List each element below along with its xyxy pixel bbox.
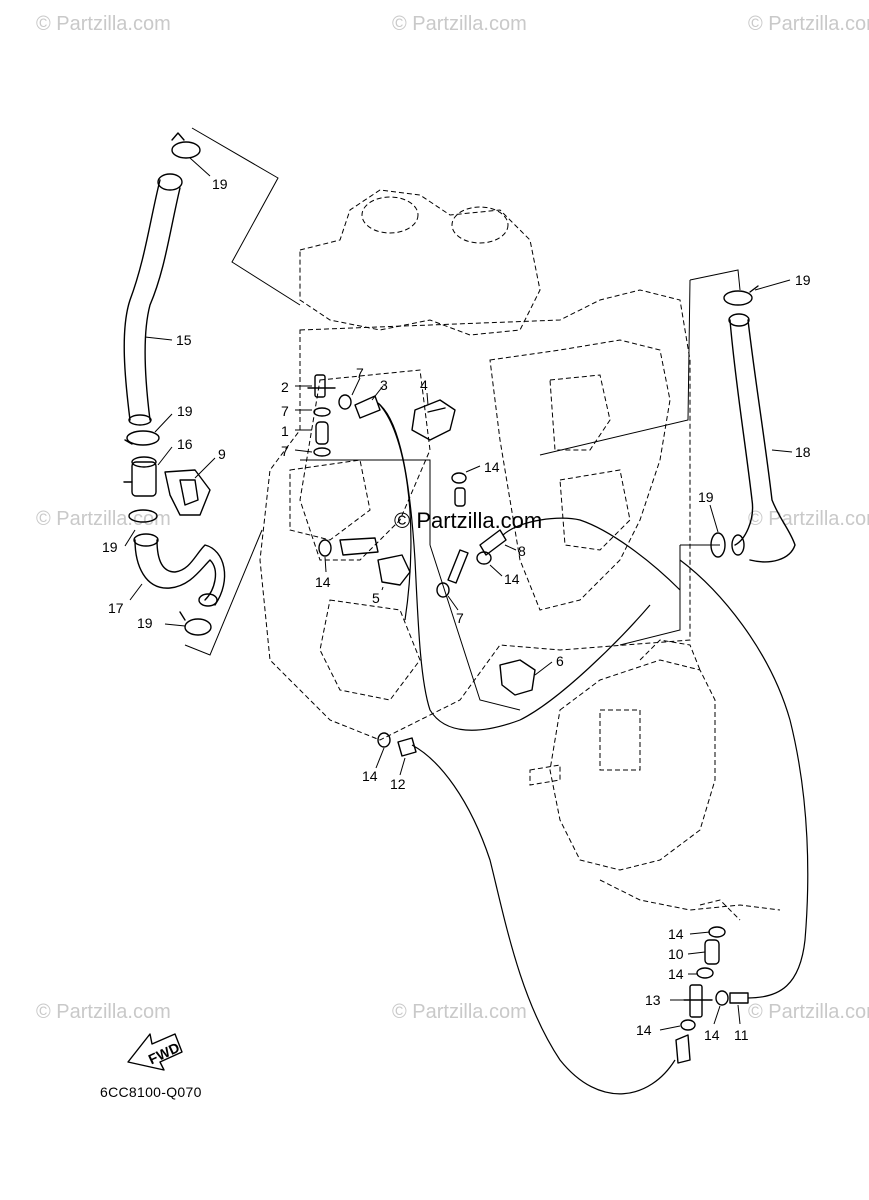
hose-17 (133, 533, 226, 607)
clamp-19-bottom (179, 611, 212, 636)
callout-6: 6 (556, 653, 564, 669)
group-frame-lines (184, 127, 741, 711)
callout-14: 14 (668, 966, 684, 982)
watermark: © Partzilla.com (36, 508, 171, 530)
callout-5: 5 (372, 590, 380, 606)
callout-19: 19 (137, 615, 153, 631)
callout-12: 12 (390, 776, 406, 792)
engine-block-outline (259, 189, 691, 741)
callout-13: 13 (645, 992, 661, 1008)
fitting-2 (307, 374, 336, 398)
center-watermark: © Partzilla.com (394, 508, 542, 533)
vapor-separator-outline (529, 639, 781, 921)
clamp-14-b (318, 537, 379, 557)
clamp-14-c (447, 549, 492, 584)
callout-18: 18 (795, 444, 811, 460)
hose-1 (315, 421, 329, 445)
clamp-14-g (715, 990, 729, 1006)
hose-3 (354, 395, 651, 731)
callout-7: 7 (281, 403, 289, 419)
watermark: © Partzilla.com (392, 13, 527, 35)
watermark: © Partzilla.com (36, 13, 171, 35)
watermark: © Partzilla.com (36, 1001, 171, 1023)
clamp-14-a (451, 472, 467, 507)
callout-19: 19 (698, 489, 714, 505)
callout-19: 19 (212, 176, 228, 192)
watermark: © Partzilla.com (748, 1001, 869, 1023)
clamp-14-e (708, 926, 726, 938)
callout-7: 7 (356, 365, 364, 381)
hose-12 (397, 737, 676, 1095)
joint-13 (683, 984, 713, 1018)
clamp-7-c (338, 394, 352, 410)
callout-14: 14 (504, 571, 520, 587)
callout-14: 14 (668, 926, 684, 942)
hose-15 (123, 173, 183, 426)
callout-11: 11 (734, 1027, 749, 1043)
callout-1: 1 (281, 423, 289, 439)
callout-9: 9 (218, 446, 226, 462)
callout-labels: 19 15 19 16 9 19 17 19 2 7 3 4 7 1 7 14 … (102, 176, 811, 1043)
fwd-arrow: FWD (127, 1033, 183, 1071)
holder-9 (164, 469, 211, 516)
holder-5 (377, 554, 411, 586)
clamp-19-right-bottom (710, 532, 726, 558)
hose-10 (704, 939, 720, 965)
holder-4 (411, 399, 456, 441)
callout-14: 14 (704, 1027, 720, 1043)
callout-7: 7 (456, 610, 464, 626)
clamp-19-lower (124, 430, 160, 446)
callout-leaders (124, 157, 793, 1031)
clamp-14-d (377, 732, 391, 748)
callout-17: 17 (108, 600, 124, 616)
clamp-19-right-top (723, 285, 759, 306)
holder-6 (499, 659, 536, 696)
clamp-7-b (313, 447, 331, 457)
callout-15: 15 (176, 332, 192, 348)
callout-2: 2 (281, 379, 289, 395)
callout-8: 8 (518, 543, 526, 559)
watermark: © Partzilla.com (392, 1001, 527, 1023)
callout-7: 7 (281, 443, 289, 459)
clamp-7-d (436, 582, 450, 598)
callout-14: 14 (636, 1022, 652, 1038)
clamp-7-a (313, 407, 331, 417)
callout-14: 14 (362, 768, 378, 784)
watermark: © Partzilla.com (748, 13, 869, 35)
callout-19: 19 (177, 403, 193, 419)
watermark: © Partzilla.com (748, 508, 869, 530)
callout-19: 19 (102, 539, 118, 555)
callout-19: 19 (795, 272, 811, 288)
joint-16 (123, 456, 157, 497)
watermark-layer: © Partzilla.com © Partzilla.com © Partzi… (36, 13, 869, 1023)
hose-11 (679, 559, 809, 1004)
clamp-19-mid (128, 509, 158, 523)
clamp-14-f (696, 967, 714, 979)
callout-4: 4 (420, 377, 428, 393)
diagram-code: 6CC8100-Q070 (100, 1084, 202, 1100)
hose-18 (728, 313, 796, 563)
callout-14: 14 (484, 459, 500, 475)
callout-16: 16 (177, 436, 193, 452)
callout-10: 10 (668, 946, 684, 962)
callout-14: 14 (315, 574, 331, 590)
clamp-14-h (675, 1019, 696, 1064)
clamp-19-top (171, 132, 201, 159)
callout-3: 3 (380, 377, 388, 393)
